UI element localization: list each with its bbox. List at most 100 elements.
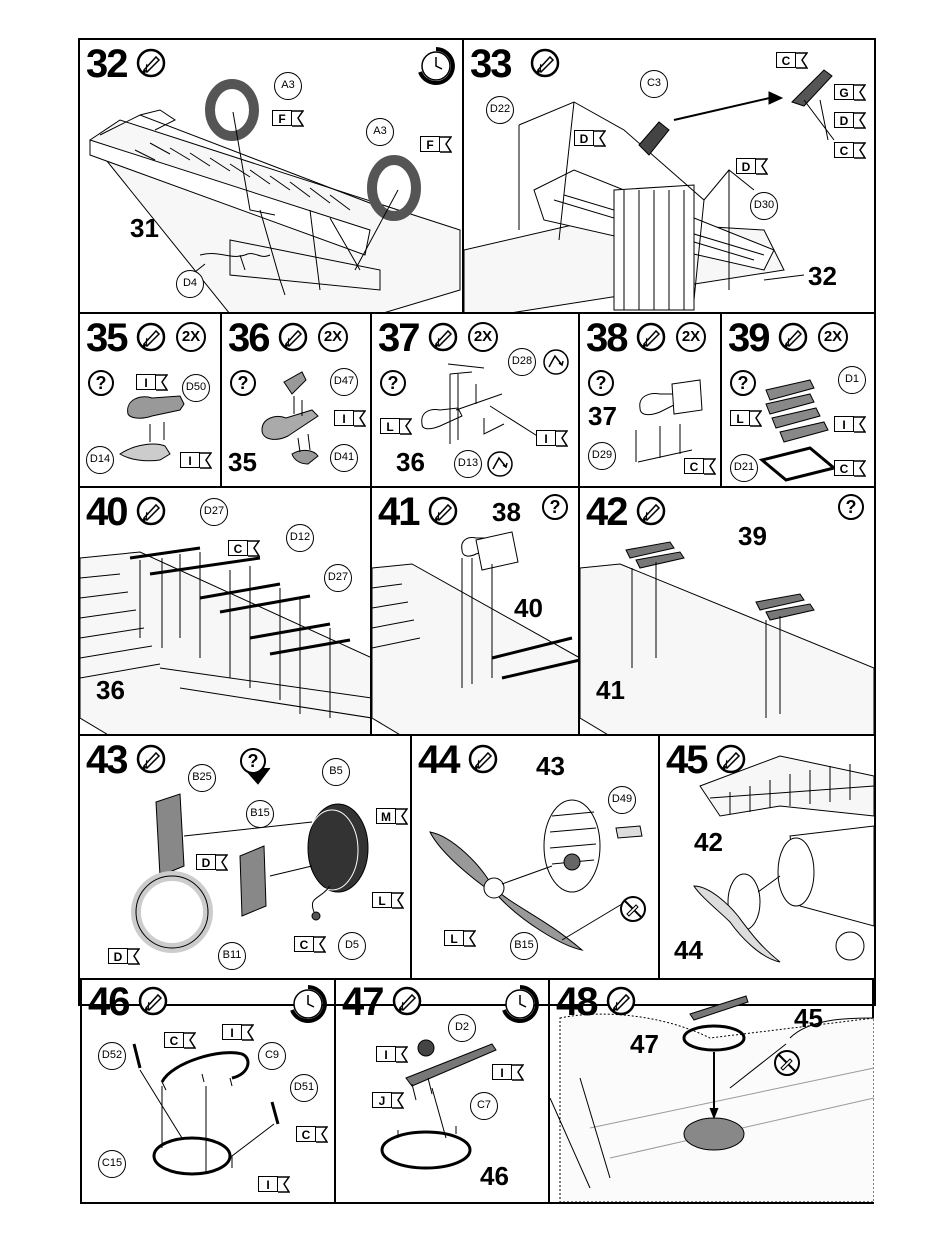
paint-flag: F xyxy=(272,110,305,128)
glue-tube-icon xyxy=(636,496,666,526)
row-3: 40 D27 D12 D27 C 36 41 ? xyxy=(80,488,874,736)
bend-icon xyxy=(543,349,569,375)
glue-tube-icon xyxy=(428,322,458,352)
paint-flag: D xyxy=(834,112,867,130)
callout-number: 40 xyxy=(514,593,543,623)
paint-flag: I xyxy=(536,430,569,448)
callout-number: 37 xyxy=(588,401,617,431)
step-number: 39 xyxy=(728,316,770,360)
paint-flag: L xyxy=(444,930,477,948)
paint-flag: C xyxy=(164,1032,197,1050)
part-label: A3 xyxy=(366,118,394,146)
glue-tube-icon xyxy=(716,744,746,774)
panel-step-39: 39 2X ? D1 D21 L I C xyxy=(722,314,874,486)
part-label: C15 xyxy=(98,1150,126,1178)
step-number: 38 xyxy=(586,316,628,360)
gun-ring-mount-drawing xyxy=(132,1043,280,1176)
paint-flag: D xyxy=(196,854,229,872)
part-label: D12 xyxy=(286,524,314,552)
row-4: 43 ? B25 B5 B15 D5 B11 M D L C D xyxy=(80,736,874,980)
question-icon: ? xyxy=(730,370,756,396)
panel-step-46: 46 D52 C9 D51 C15 C I C I xyxy=(82,978,336,1202)
part-label: A3 xyxy=(274,72,302,100)
question-icon: ? xyxy=(88,370,114,396)
quantity-multiplier-badge: 2X xyxy=(676,322,706,352)
row-5-panels: 46 D52 C9 D51 C15 C I C I 47 D2 C7 I I xyxy=(80,978,874,1204)
question-icon: ? xyxy=(542,494,568,520)
step-number: 37 xyxy=(378,316,420,360)
engine-assembly-drawing xyxy=(131,767,369,953)
bomb-halves-drawing xyxy=(119,395,185,462)
part-label: D52 xyxy=(98,1042,126,1070)
paint-flag: L xyxy=(730,410,763,428)
panel-step-32: 32 A3 A3 D4 F F 31 xyxy=(80,40,464,312)
part-label: D27 xyxy=(324,564,352,592)
question-icon: ? xyxy=(838,494,864,520)
wing-small-bombs-drawing xyxy=(580,541,874,734)
step-number: 35 xyxy=(86,316,128,360)
paint-flag: D xyxy=(574,130,607,148)
lower-wing-rails-drawing xyxy=(80,546,370,734)
glue-tube-icon xyxy=(136,744,166,774)
part-label: D21 xyxy=(730,454,758,482)
part-label: B15 xyxy=(246,800,274,828)
glue-tube-icon xyxy=(468,744,498,774)
part-label: D2 xyxy=(448,1014,476,1042)
glue-tube-icon xyxy=(136,496,166,526)
part-label: B25 xyxy=(188,764,216,792)
part-label: D4 xyxy=(176,270,204,298)
glue-tube-icon xyxy=(530,48,560,78)
part-label: C9 xyxy=(258,1042,286,1070)
quantity-multiplier-badge: 2X xyxy=(818,322,848,352)
step-number: 44 xyxy=(418,738,460,782)
glue-tube-icon xyxy=(778,322,808,352)
panel-step-37: 37 2X ? D28 D13 L I 36 xyxy=(372,314,580,486)
paint-flag: C xyxy=(294,936,327,954)
part-label: D29 xyxy=(588,442,616,470)
drying-time-clock-icon xyxy=(502,985,539,1023)
paint-flag: C xyxy=(776,52,809,70)
panel-step-40: 40 D27 D12 D27 C 36 xyxy=(80,488,372,734)
paint-flag: I xyxy=(492,1064,525,1082)
callout-number: 38 xyxy=(492,497,521,527)
paint-flag: M xyxy=(376,808,409,826)
paint-flag: L xyxy=(380,418,413,436)
glue-tube-icon xyxy=(138,986,168,1016)
step-number: 48 xyxy=(556,980,598,1024)
question-icon: ? xyxy=(380,370,406,396)
glue-tube-icon xyxy=(278,322,308,352)
bend-icon xyxy=(487,451,513,477)
callout-number: 31 xyxy=(130,213,159,243)
panel-step-35: 35 2X ? D50 D14 I I xyxy=(80,314,222,486)
panel-step-33: 33 D22 C3 D30 D D C G D C 32 xyxy=(464,40,874,312)
paint-flag: G xyxy=(834,84,867,102)
step-number: 40 xyxy=(86,490,128,534)
machine-gun-drawing xyxy=(380,1039,497,1170)
callout-number: 42 xyxy=(694,827,723,857)
part-label: D49 xyxy=(608,786,636,814)
paint-flag: C xyxy=(296,1126,329,1144)
paint-flag: I xyxy=(180,452,213,470)
callout-number: 41 xyxy=(596,675,625,705)
quantity-multiplier-badge: 2X xyxy=(176,322,206,352)
small-bombs-rack-drawing xyxy=(758,379,838,482)
callout-number: 45 xyxy=(794,1003,823,1033)
paint-flag: C xyxy=(834,460,867,478)
paint-flag: D xyxy=(736,158,769,176)
paint-flag: I xyxy=(834,416,867,434)
panel-step-36: 36 2X ? D47 D41 I 35 xyxy=(222,314,372,486)
paint-flag: I xyxy=(258,1176,291,1194)
callout-number: 39 xyxy=(738,521,767,551)
paint-flag: D xyxy=(108,948,141,966)
quantity-multiplier-badge: 2X xyxy=(318,322,348,352)
panel-step-42: 42 ? 39 41 xyxy=(580,488,874,734)
glue-tube-icon xyxy=(392,986,422,1016)
panel-step-38: 38 2X ? D29 C 37 xyxy=(580,314,722,486)
part-label: D22 xyxy=(486,96,514,124)
paint-flag: I xyxy=(376,1046,409,1064)
bomb-rail-drawing xyxy=(635,379,703,463)
step-number: 36 xyxy=(228,316,270,360)
part-label: D50 xyxy=(182,374,210,402)
part-label: B11 xyxy=(218,942,246,970)
step-number: 43 xyxy=(86,738,128,782)
